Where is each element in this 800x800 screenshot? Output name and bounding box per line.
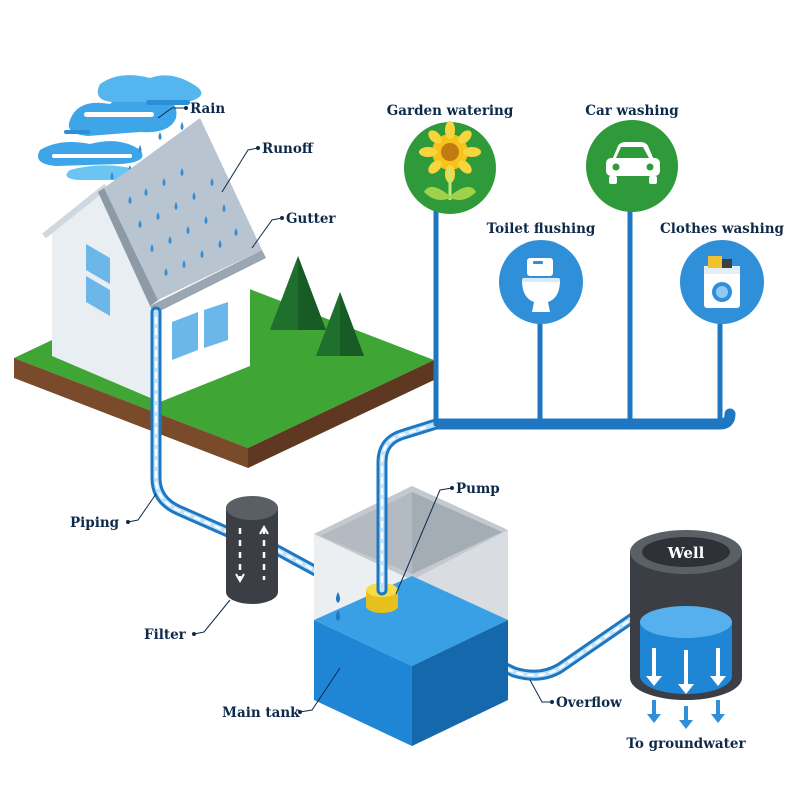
label-well: Well: [667, 544, 705, 562]
labels: Rain Runoff Gutter Piping Filter Main ta…: [70, 101, 785, 752]
label-car-washing: Car washing: [585, 103, 679, 119]
piping-downpipe: [150, 306, 234, 538]
label-toilet-flushing: Toilet flushing: [487, 221, 596, 237]
label-overflow: Overflow: [556, 695, 622, 711]
garden-watering-node: [404, 121, 496, 214]
toilet-flushing-node: [499, 240, 583, 324]
label-to-groundwater: To groundwater: [626, 736, 746, 752]
washing-machine-icon: [704, 256, 740, 308]
rain-cloud: [38, 75, 202, 180]
piping-overflow: [408, 600, 656, 681]
toilet-icon: [522, 258, 560, 312]
label-clothes-washing: Clothes washing: [660, 221, 785, 237]
label-rain: Rain: [190, 101, 225, 117]
pine-trees: [270, 256, 364, 356]
car-washing-node: [586, 120, 678, 212]
sunflower-icon: [419, 121, 481, 200]
well: [630, 530, 742, 729]
leader-lines: [127, 107, 552, 713]
label-filter: Filter: [144, 627, 187, 643]
house: [42, 118, 266, 402]
label-pump: Pump: [456, 481, 500, 497]
leader-dots: [126, 106, 554, 714]
label-main-tank: Main tank: [222, 705, 300, 721]
label-garden-watering: Garden watering: [387, 103, 514, 119]
roof-runoff: [128, 168, 238, 276]
filter: [226, 496, 278, 604]
clothes-washing-node: [680, 240, 764, 324]
car-icon: [606, 142, 660, 184]
label-gutter: Gutter: [286, 211, 336, 227]
label-runoff: Runoff: [262, 141, 314, 157]
main-tank: [314, 486, 508, 746]
label-piping: Piping: [70, 515, 120, 531]
piping-distribution: [376, 195, 736, 596]
